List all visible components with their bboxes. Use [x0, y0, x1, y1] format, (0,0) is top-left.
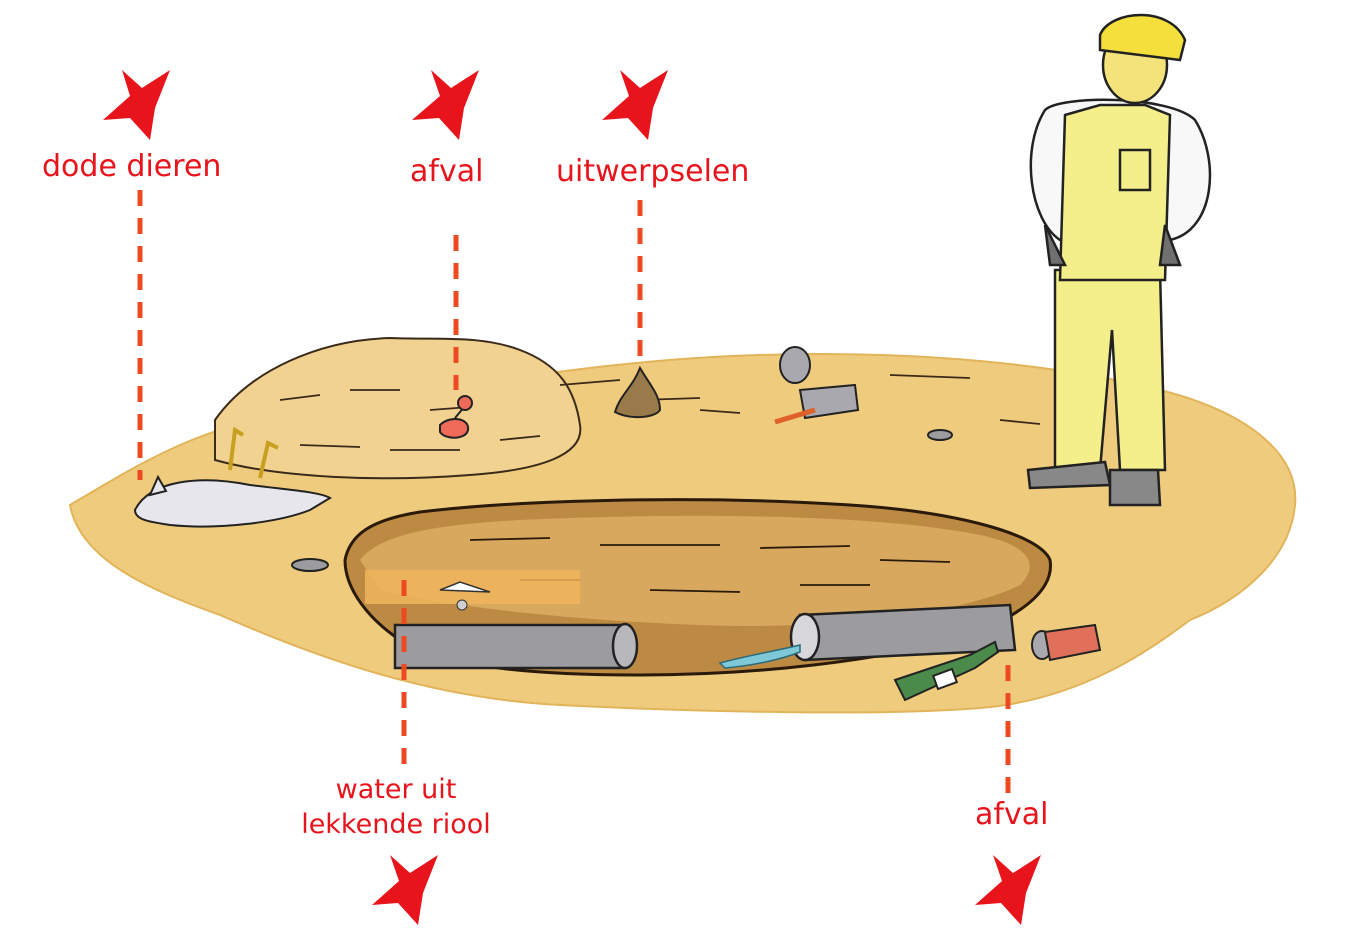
label-sewer-water: water uit lekkende riool	[276, 772, 516, 842]
label-sewer-line2: lekkende riool	[276, 807, 516, 842]
label-feces: uitwerpselen	[556, 157, 749, 187]
sand-mound	[215, 338, 580, 478]
label-waste-top: afval	[410, 157, 483, 187]
label-dead-animals: dode dieren	[42, 152, 221, 182]
label-waste-bottom: afval	[975, 800, 1048, 830]
label-sewer-line1: water uit	[276, 772, 516, 807]
